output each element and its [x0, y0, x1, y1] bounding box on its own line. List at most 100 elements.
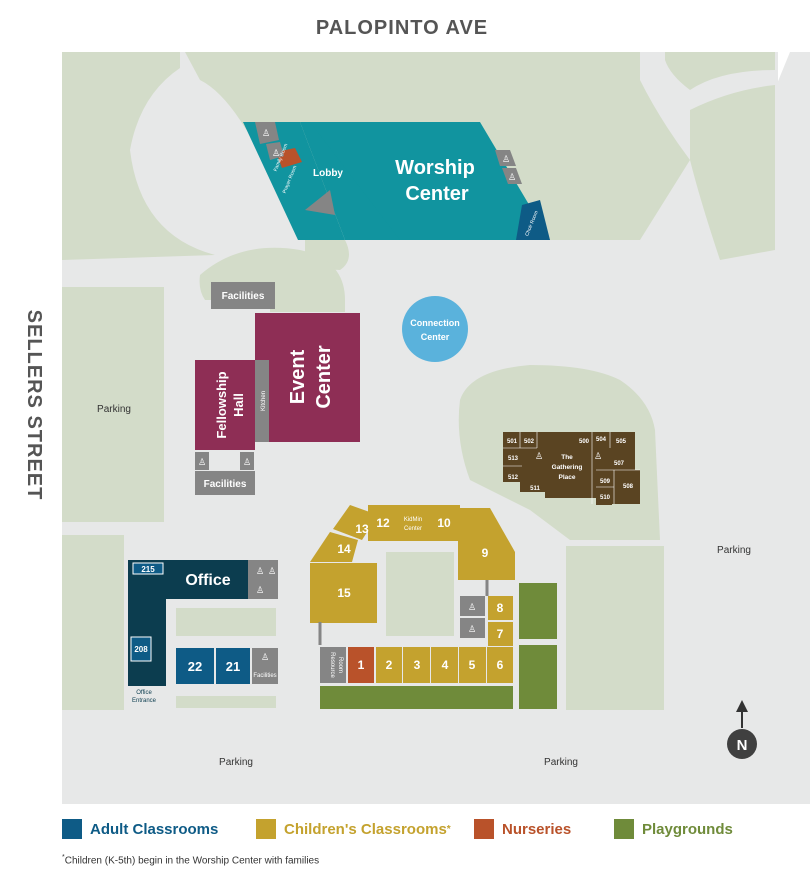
room-6: [487, 647, 513, 683]
legend-swatch-playgrounds: [614, 819, 634, 839]
legend-nurseries: Nurseries: [474, 816, 571, 842]
office-entrance-label-2: Entrance: [132, 698, 157, 704]
office-restrooms: [248, 560, 278, 599]
office-facilities-label: Facilities: [253, 673, 276, 679]
event-center-label-2: Center: [313, 345, 335, 409]
grass-ne-right: [690, 85, 775, 260]
room-5: [459, 647, 486, 683]
room-7: [488, 622, 513, 646]
restroom-icon: ♙: [535, 452, 543, 462]
facilities-south: [195, 471, 255, 495]
street-west-label: SELLERS STREET: [23, 310, 45, 501]
playground-east-1: [519, 583, 557, 639]
restroom-icon: ♙: [502, 155, 510, 165]
room-8: [488, 596, 513, 620]
office-label: Office: [185, 572, 230, 589]
room-510-label: 510: [600, 495, 611, 501]
fellowship-hall-label-2: Hall: [231, 393, 246, 417]
grass-sw: [62, 535, 124, 710]
event-center: [255, 313, 360, 442]
room-8-label: 8: [497, 601, 504, 615]
lobby-stair: [305, 190, 335, 215]
legend-swatch-children: [256, 819, 276, 839]
compass-circle: [727, 729, 757, 759]
street-north-label: PALOPINTO AVE: [316, 17, 488, 39]
room-215: [132, 562, 164, 575]
restroom-icon: ♙: [268, 567, 276, 577]
grass-office-mid: [176, 608, 276, 636]
grass-nw-corner: [62, 52, 180, 150]
room-5-label: 5: [469, 658, 476, 672]
room-500-label: 500: [579, 439, 590, 445]
worship-restroom-e1: [495, 150, 516, 166]
worship-center-label-2: Center: [405, 183, 469, 205]
room-4: [431, 647, 458, 683]
room-2: [376, 647, 402, 683]
worship-restroom-nw2: [266, 142, 284, 160]
fellowship-hall-label-1: Fellowship: [214, 371, 229, 438]
footnote-text: Children (K-5th) begin in the Worship Ce…: [64, 855, 320, 867]
room-505-label: 505: [616, 439, 627, 445]
resource-room-label-2: Room: [337, 657, 343, 673]
room-508-label: 508: [623, 484, 634, 490]
fellowship-restroom-2: [240, 452, 254, 470]
worship-center-building: [305, 122, 550, 240]
room-13: [333, 505, 378, 540]
restroom-icon: ♙: [262, 129, 270, 139]
gathering-room-labels: 501 502 500 504 505 513 507 512 511 509 …: [507, 437, 634, 501]
restroom-icon: ♙: [256, 586, 264, 596]
compass-icon: N: [727, 700, 757, 759]
playground-east-2: [519, 645, 557, 709]
facilities-north-label: Facilities: [222, 291, 265, 302]
kitchen: [255, 360, 269, 442]
legend-playgrounds: Playgrounds: [614, 816, 733, 842]
facilities-north: [211, 282, 275, 309]
legend-label-adult: Adult Classrooms: [90, 820, 219, 838]
worship-center-label-1: Worship: [395, 157, 475, 179]
restroom-icon: ♙: [272, 149, 280, 159]
room-12-label: 12: [376, 516, 390, 530]
gathering-place-label-1: The: [561, 454, 573, 461]
facilities-south-label: Facilities: [204, 479, 247, 490]
office-building-west: [128, 560, 166, 686]
room-2-label: 2: [386, 658, 393, 672]
legend-label-children: Children's Classrooms: [284, 820, 447, 838]
childrens-restroom-1: [460, 596, 485, 616]
kidmin-center-label-1: KidMin: [404, 517, 422, 523]
childrens-room-labels: 1 2 3 4 5 6 7 8 9 10 12 13 14 15: [337, 516, 503, 672]
grass-ne-top: [665, 52, 775, 90]
kitchen-label: Kitchen: [261, 391, 267, 411]
room-22: [176, 648, 214, 684]
room-12: [368, 505, 398, 541]
restroom-icon: ♙: [198, 458, 206, 468]
legend-adult: Adult Classrooms: [62, 816, 218, 842]
room-9: [458, 508, 515, 580]
childrens-restroom-2: [460, 618, 485, 638]
room-507-label: 507: [614, 461, 625, 467]
parking-label-south-west: Parking: [219, 757, 253, 768]
grass-se: [566, 546, 664, 710]
fellowship-hall: [195, 360, 255, 450]
room-208: [130, 636, 152, 662]
room-15-label: 15: [337, 586, 351, 600]
room-14: [310, 532, 358, 562]
restroom-icon: ♙: [594, 452, 602, 462]
restroom-icon: ♙: [243, 458, 251, 468]
room-4-label: 4: [442, 658, 449, 672]
gathering-place-label-2: Gathering: [552, 464, 583, 471]
restroom-icon: ♙: [468, 603, 476, 613]
legend-label-nurseries: Nurseries: [502, 820, 572, 838]
lobby-building: [300, 122, 400, 240]
worship-restroom-nw: [255, 122, 279, 144]
room-10-label: 10: [437, 516, 451, 530]
footnote: *Children (K-5th) begin in the Worship C…: [62, 854, 319, 866]
footnote-asterisk: *: [62, 854, 65, 861]
room-15: [310, 563, 377, 623]
restroom-icon: ♙: [256, 567, 264, 577]
choir-room: [516, 200, 550, 240]
office-facilities: [252, 648, 278, 684]
room-513-label: 513: [508, 456, 519, 462]
room-13-label: 13: [355, 522, 369, 536]
resource-room-label-1: Resource: [329, 652, 335, 678]
grass-courtyard: [386, 552, 454, 636]
